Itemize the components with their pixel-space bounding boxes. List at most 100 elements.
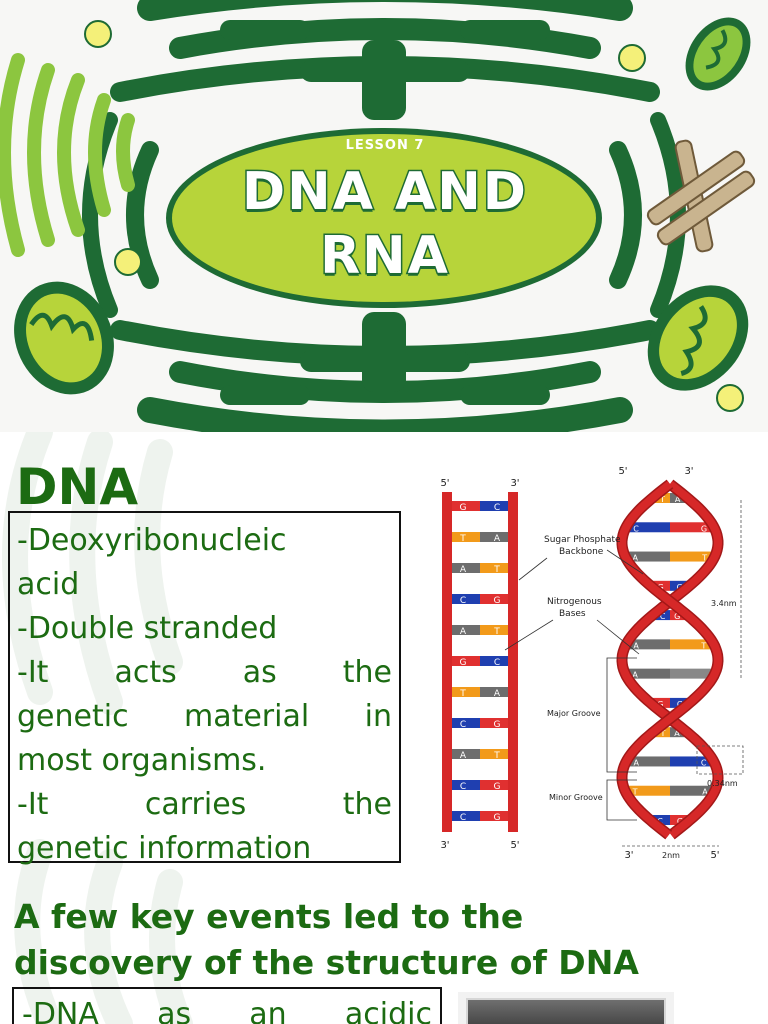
definition-word: -It <box>17 655 49 690</box>
definition-word: -It <box>17 787 49 822</box>
background-decoration <box>2 432 193 1024</box>
helix-base-letter-left: T <box>632 788 638 797</box>
definition-word: -Double stranded <box>17 611 278 646</box>
label-pitch: 3.4nm <box>711 599 737 608</box>
ladder-base-letter-left: A <box>460 565 467 575</box>
ladder-base-right <box>480 625 508 635</box>
definition-word: -Deoxyribonucleic <box>17 523 287 558</box>
ladder-base-letter-right: G <box>494 720 501 730</box>
events-word: as <box>157 997 192 1024</box>
ladder-base-right <box>480 501 508 511</box>
ladder-base-left <box>452 780 480 790</box>
helix-base-right <box>670 522 714 533</box>
label-sugar-phosphate: Sugar Phosphate <box>544 535 621 545</box>
scientist-photo-image <box>466 998 666 1024</box>
helix-base-letter-right: A <box>674 729 680 738</box>
ladder-label-top-right: 3' <box>510 478 519 489</box>
helix-base-left <box>626 522 670 533</box>
ladder-base-letter-right: C <box>494 503 500 513</box>
ladder-label-top-left: 5' <box>440 478 449 489</box>
definition-word: the <box>342 787 392 822</box>
pointer-backbone-ladder <box>518 557 548 581</box>
ladder-base-right <box>480 718 508 728</box>
helix-strand-2 <box>617 480 723 839</box>
helix-label-bottom-right: 5' <box>710 850 719 861</box>
ladder-base-letter-left: C <box>460 813 466 823</box>
definition-line: -Deoxyribonucleic <box>17 519 392 563</box>
definition-line: acid <box>17 563 392 607</box>
helix-base-left <box>626 756 670 767</box>
ladder-base-letter-right: A <box>494 534 501 544</box>
ladder-base-left <box>452 656 480 666</box>
organelle-illustration <box>0 0 756 432</box>
label-nitrogenous: Nitrogenous <box>547 597 602 607</box>
helix-base-letter-left: A <box>633 641 639 650</box>
helix-base-letter-left: A <box>634 758 640 767</box>
ladder-base-letter-left: C <box>460 596 466 606</box>
helix-base-left <box>625 785 670 796</box>
ladder-base-letter-left: A <box>460 627 467 637</box>
helix-base-letter-left: A <box>632 671 638 680</box>
helix-base-left <box>652 493 670 503</box>
definition-word: as <box>242 655 277 690</box>
events-heading-line-2: discovery of the structure of DNA <box>14 943 639 982</box>
ladder-base-left <box>452 532 480 542</box>
ladder-base-right <box>480 749 508 759</box>
ladder-base-left <box>452 718 480 728</box>
definition-word: in <box>364 699 392 734</box>
helix-base-left <box>650 580 670 591</box>
label-minor-groove: Minor Groove <box>549 793 603 802</box>
ladder-base-letter-left: G <box>460 503 467 513</box>
ladder-base-left <box>452 563 480 573</box>
helix-base-right <box>670 668 715 679</box>
ladder-base-letter-right: T <box>493 565 500 575</box>
definition-word: genetic <box>17 699 129 734</box>
dna-slide: DNA -Deoxyribonucleic acid -Double strande… <box>0 432 768 1024</box>
ladder-base-letter-right: T <box>493 627 500 637</box>
helix-base-letter-right: A <box>702 788 708 797</box>
ladder-base-letter-left: G <box>460 658 467 668</box>
lesson-label: LESSON 7 <box>345 138 425 153</box>
definition-word: acid <box>17 567 80 602</box>
helix-base-right <box>670 493 688 503</box>
pointer-bases-ladder <box>504 619 554 651</box>
ladder-base-letter-left: T <box>459 534 466 544</box>
ladder-base-letter-right: C <box>494 658 500 668</box>
helix-base-right <box>670 551 715 562</box>
definition-line: -Double stranded <box>17 607 392 651</box>
title-slide: LESSON 7 DNA AND RNA <box>0 0 768 432</box>
ladder-base-right <box>480 811 508 821</box>
ladder-base-letter-right: G <box>494 596 501 606</box>
ladder-base-letter-right: T <box>493 751 500 761</box>
ladder-base-right <box>480 780 508 790</box>
events-word: acidic <box>344 997 432 1024</box>
ladder-label-bottom-right: 5' <box>510 840 519 851</box>
label-width: 2nm <box>662 851 680 860</box>
helix-base-left <box>625 551 670 562</box>
bracket-minor-groove <box>606 779 637 821</box>
dna-heading: DNA <box>16 458 139 516</box>
definition-box: -Deoxyribonucleic acid -Double stranded -It… <box>8 511 401 866</box>
ladder-backbone-right <box>508 492 518 832</box>
ladder-base-left <box>452 594 480 604</box>
ladder-base-letter-right: A <box>494 689 501 699</box>
ladder-label-bottom-left: 3' <box>440 840 449 851</box>
ladder-base-right <box>480 687 508 697</box>
ladder-base-right <box>480 532 508 542</box>
helix-base-letter-right: C <box>701 758 707 767</box>
definition-word: most organisms. <box>17 743 267 778</box>
helix-strand-2-shadow <box>616 479 724 840</box>
scientist-photo <box>458 992 674 1024</box>
pointer-backbone-helix <box>606 549 644 575</box>
label-rise: 0.34nm <box>707 779 738 788</box>
ladder-base-letter-right: G <box>494 813 501 823</box>
helix-base-letter-right: G <box>701 524 707 533</box>
helix-label-bottom-left: 3' <box>624 850 633 861</box>
ladder-base-letter-left: T <box>459 689 466 699</box>
helix-base-right <box>670 815 690 825</box>
helix-base-letter-left: C <box>633 524 639 533</box>
